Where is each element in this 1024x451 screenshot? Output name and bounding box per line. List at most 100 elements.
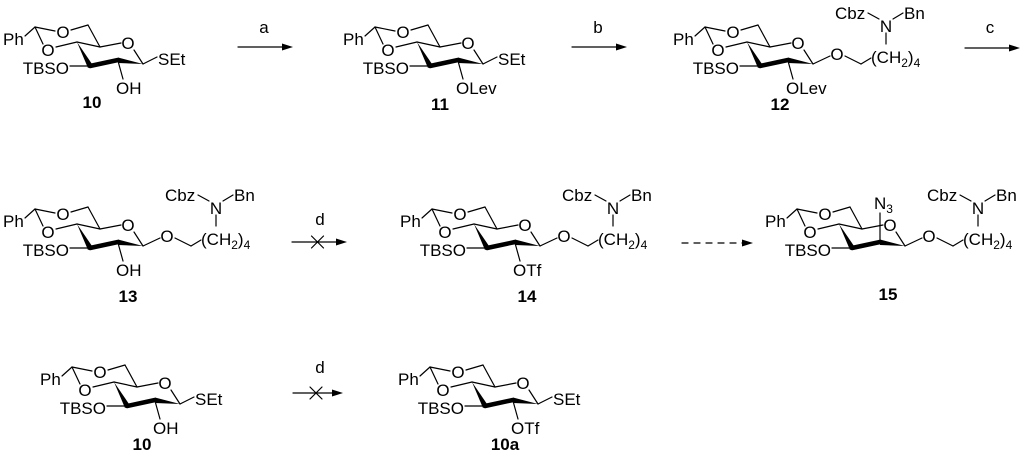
bond bbox=[142, 237, 161, 247]
bond bbox=[496, 224, 519, 230]
bond bbox=[99, 224, 122, 230]
bond bbox=[844, 55, 862, 65]
bond bbox=[465, 364, 484, 371]
bond bbox=[860, 57, 872, 65]
bond bbox=[787, 60, 794, 80]
bond bbox=[740, 24, 759, 31]
cbz-label: Cbz bbox=[562, 186, 592, 205]
bond bbox=[71, 366, 81, 385]
o4-label: O bbox=[803, 223, 816, 242]
c1-substituent: SEt bbox=[158, 50, 186, 69]
bond bbox=[849, 206, 863, 230]
linker-chain: (CH2)4 bbox=[871, 48, 921, 70]
bond bbox=[539, 237, 558, 247]
phenyl-label: Ph bbox=[3, 30, 24, 49]
bond bbox=[113, 381, 138, 388]
bond bbox=[142, 56, 158, 65]
bold-bond bbox=[124, 397, 158, 409]
ring-oxygen-label: O bbox=[158, 374, 171, 393]
arrowhead-icon bbox=[616, 43, 627, 51]
bond bbox=[431, 208, 441, 227]
phenyl-label: Ph bbox=[40, 370, 61, 389]
bond bbox=[450, 381, 473, 388]
bond bbox=[984, 194, 996, 202]
arrow-d-row2: d bbox=[291, 210, 347, 249]
bond bbox=[222, 194, 234, 202]
benzyl-label: Bn bbox=[904, 4, 925, 23]
bond bbox=[431, 208, 453, 214]
arrow-dashed bbox=[681, 239, 753, 247]
bond bbox=[457, 60, 464, 80]
bond bbox=[174, 237, 192, 247]
bond bbox=[133, 231, 144, 247]
phenyl-label: Ph bbox=[765, 212, 786, 231]
wedge-bond bbox=[155, 397, 180, 404]
compound-number: 10 bbox=[83, 93, 102, 112]
wedge-bond bbox=[118, 57, 143, 64]
linker-chain: (CH2)4 bbox=[963, 230, 1013, 252]
c1-substituent: SEt bbox=[553, 390, 581, 409]
benzyl-label: Bn bbox=[234, 186, 255, 205]
glycosidic-oxygen: O bbox=[160, 227, 173, 246]
c1-substituent: SEt bbox=[498, 50, 526, 69]
bond bbox=[364, 26, 376, 37]
bond bbox=[904, 237, 923, 247]
bond bbox=[482, 56, 498, 65]
arrow-b: b bbox=[571, 18, 627, 51]
bond bbox=[482, 364, 496, 388]
bond bbox=[530, 231, 541, 247]
bond bbox=[117, 242, 124, 262]
bond bbox=[796, 208, 818, 214]
c3-substituent: TBSO bbox=[693, 59, 739, 78]
linker-chain: (CH2)4 bbox=[598, 230, 648, 252]
bold-bond bbox=[484, 239, 518, 251]
bond bbox=[197, 194, 210, 202]
phenyl-label: Ph bbox=[673, 30, 694, 49]
glycosidic-oxygen: O bbox=[830, 45, 843, 64]
o6-label: O bbox=[453, 205, 466, 224]
nitrogen-label: N bbox=[607, 199, 619, 218]
bond bbox=[959, 194, 972, 202]
bond bbox=[117, 60, 124, 80]
bond bbox=[421, 208, 433, 219]
c2-axial-substituent: N3 bbox=[874, 194, 893, 216]
bond bbox=[704, 26, 726, 32]
c2-substituent: OH bbox=[116, 79, 142, 98]
compound-number: 10a bbox=[491, 435, 520, 451]
wedge-bond bbox=[118, 239, 143, 246]
o4-label: O bbox=[41, 41, 54, 60]
bond bbox=[467, 206, 486, 213]
compound-number: 11 bbox=[431, 95, 449, 114]
bold-bond bbox=[482, 397, 516, 409]
wedge-bond bbox=[515, 239, 540, 246]
bond bbox=[70, 24, 89, 31]
bond bbox=[24, 26, 36, 37]
bond bbox=[71, 366, 93, 372]
ring-oxygen-label: O bbox=[121, 216, 134, 235]
glycosidic-oxygen: O bbox=[557, 227, 570, 246]
bond bbox=[55, 41, 78, 48]
bond bbox=[395, 41, 418, 48]
o4-label: O bbox=[436, 381, 449, 400]
bond bbox=[832, 206, 851, 213]
bond bbox=[429, 366, 439, 385]
ring-oxygen-label: O bbox=[883, 216, 896, 235]
bond bbox=[452, 223, 475, 230]
bond bbox=[796, 208, 806, 227]
bond bbox=[803, 49, 814, 65]
wedge-bond bbox=[77, 224, 92, 250]
cbz-label: Cbz bbox=[835, 4, 865, 23]
o6-label: O bbox=[726, 23, 739, 42]
o4-label: O bbox=[438, 223, 451, 242]
bond bbox=[514, 242, 521, 262]
o6-label: O bbox=[451, 363, 464, 382]
o6-label: O bbox=[93, 363, 106, 382]
arrowhead-icon bbox=[742, 239, 753, 247]
arrowhead-icon bbox=[336, 238, 347, 246]
bond bbox=[892, 12, 904, 20]
wedge-bond bbox=[747, 42, 762, 68]
wedge-bond bbox=[114, 382, 129, 408]
o4-label: O bbox=[711, 41, 724, 60]
